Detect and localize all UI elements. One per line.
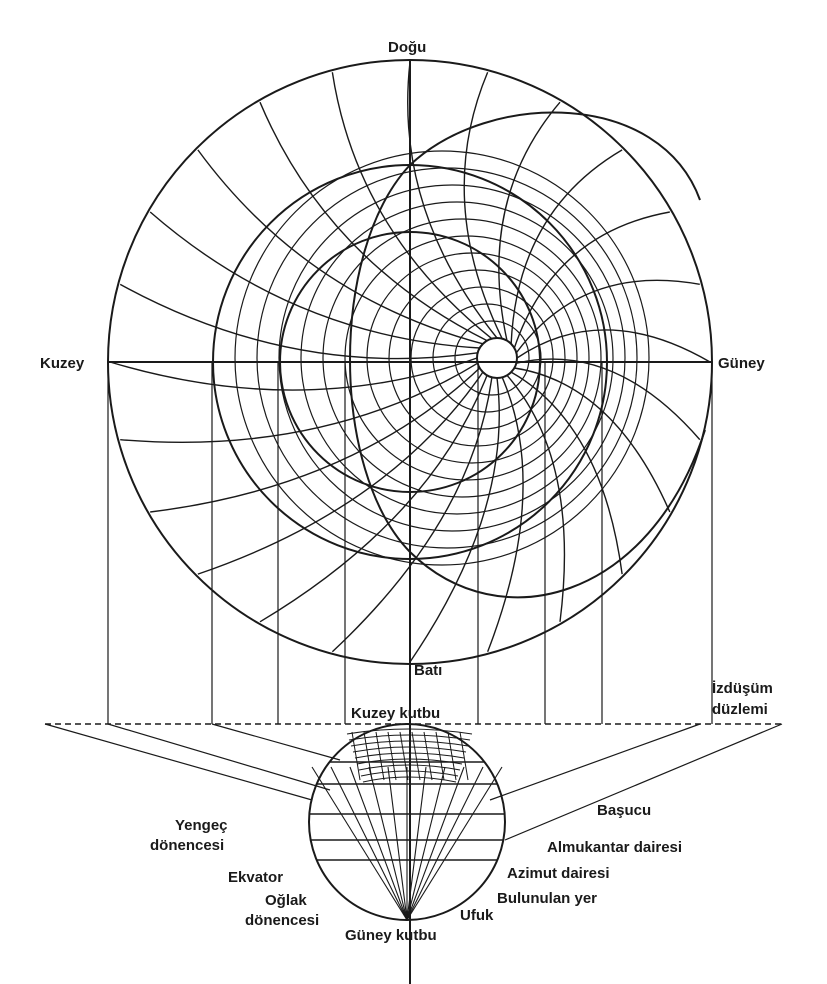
sphere-grid-arc (362, 776, 457, 783)
almucantar-circle (300, 201, 614, 515)
sphere-grid-arc (360, 770, 459, 777)
horizon-label: Ufuk (460, 907, 494, 924)
sphere-grid-arc (346, 728, 473, 735)
meridian-arc (409, 377, 500, 663)
east-label: Doğu (388, 39, 426, 56)
horizon-arc (349, 164, 411, 553)
tropic-cancer-label-2: dönencesi (150, 837, 224, 854)
converging-line (211, 723, 341, 761)
sphere-grid-arc (356, 758, 463, 765)
meridian-arc (331, 377, 493, 653)
sphere-convergent (368, 766, 408, 921)
almucantar-circle (344, 235, 590, 481)
sphere-grid-line (459, 731, 469, 781)
meridian-arc (506, 374, 566, 622)
almucantar-circle (432, 303, 542, 413)
meridian-arc (331, 72, 493, 340)
sphere-grid-arc (348, 734, 471, 741)
projection-lines (44, 362, 783, 841)
almucantar-label: Almukantar dairesi (547, 839, 682, 856)
horizon-arc-outer (409, 111, 701, 201)
sphere-grid-line (363, 731, 373, 781)
sphere-convergent (330, 766, 408, 921)
projection-plane-label-2: düzlemi (712, 701, 768, 718)
almucantar-arcs (234, 150, 650, 566)
converging-line (504, 723, 783, 841)
north-label: Kuzey (40, 355, 85, 372)
almucantar-circle (234, 150, 650, 566)
almucantar-circle (256, 167, 638, 549)
sphere-convergent (387, 766, 408, 921)
sphere-grid-line (435, 731, 445, 781)
projection-plane-label-1: İzdüşüm (712, 680, 773, 697)
sphere-graticule (346, 728, 473, 783)
meridian-arc (120, 362, 479, 443)
meridian-arc (197, 371, 484, 575)
south-label: Güney (718, 355, 765, 372)
sphere-convergent (349, 766, 408, 921)
converging-line (489, 723, 701, 801)
west-label: Batı (414, 662, 442, 679)
meridian-arc (259, 375, 488, 623)
sphere-grid-line (423, 731, 433, 781)
sphere-convergent (311, 766, 408, 921)
sphere-convergent (406, 766, 427, 921)
almucantar-circle (454, 320, 530, 396)
zenith-circle (476, 337, 518, 379)
tropic-capricorn-label-1: Oğlak (265, 892, 307, 909)
meridian-arc (463, 71, 503, 339)
observer-label: Bulunulan yer (497, 890, 597, 907)
converging-line (44, 723, 313, 801)
sphere-grid-arc (352, 746, 467, 753)
sphere-grid-line (399, 731, 409, 781)
sphere-grid-line (351, 731, 361, 781)
meridian-arc (259, 101, 488, 342)
meridian-arc (516, 358, 701, 441)
almucantar-circle (322, 218, 602, 498)
almucantar-circle (388, 269, 566, 447)
sphere-grid-arc (358, 764, 461, 771)
sphere-convergent (406, 766, 503, 921)
sphere-convergent (406, 766, 484, 921)
south-pole-label: Güney kutbu (345, 927, 437, 944)
sphere-grid-line (387, 731, 397, 781)
horizon-arc-lower (409, 429, 706, 599)
lower-sphere (308, 723, 506, 921)
sphere-convergent (406, 766, 465, 921)
sphere-grid-line (447, 731, 457, 781)
converging-line (107, 723, 331, 791)
almucantar-circle (278, 184, 626, 532)
equator-label: Ekvator (228, 869, 283, 886)
meridian-arc (109, 357, 478, 391)
tropic-capricorn-label-2: dönencesi (245, 912, 319, 929)
meridian-arc (197, 149, 484, 345)
tropic-cancer-label-1: Yengeç (175, 817, 228, 834)
sphere-grid-arc (350, 740, 469, 747)
sphere-parallels (309, 761, 505, 921)
north-pole-label: Kuzey kutbu (351, 705, 440, 722)
meridian-arc (486, 377, 524, 653)
meridian-arc (149, 211, 480, 349)
zenith-label: Başucu (597, 802, 651, 819)
meridian-arc (515, 279, 700, 354)
azimuth-label: Azimut dairesi (507, 865, 610, 882)
almucantar-circle (366, 252, 578, 464)
meridian-arc (150, 367, 481, 513)
sphere-grid-line (411, 731, 421, 781)
meridian-arc (407, 61, 498, 339)
meridian-arc (119, 283, 478, 360)
sphere-grid-line (375, 731, 385, 781)
meridian-arcs (109, 61, 711, 663)
sphere-convergent (406, 766, 446, 921)
